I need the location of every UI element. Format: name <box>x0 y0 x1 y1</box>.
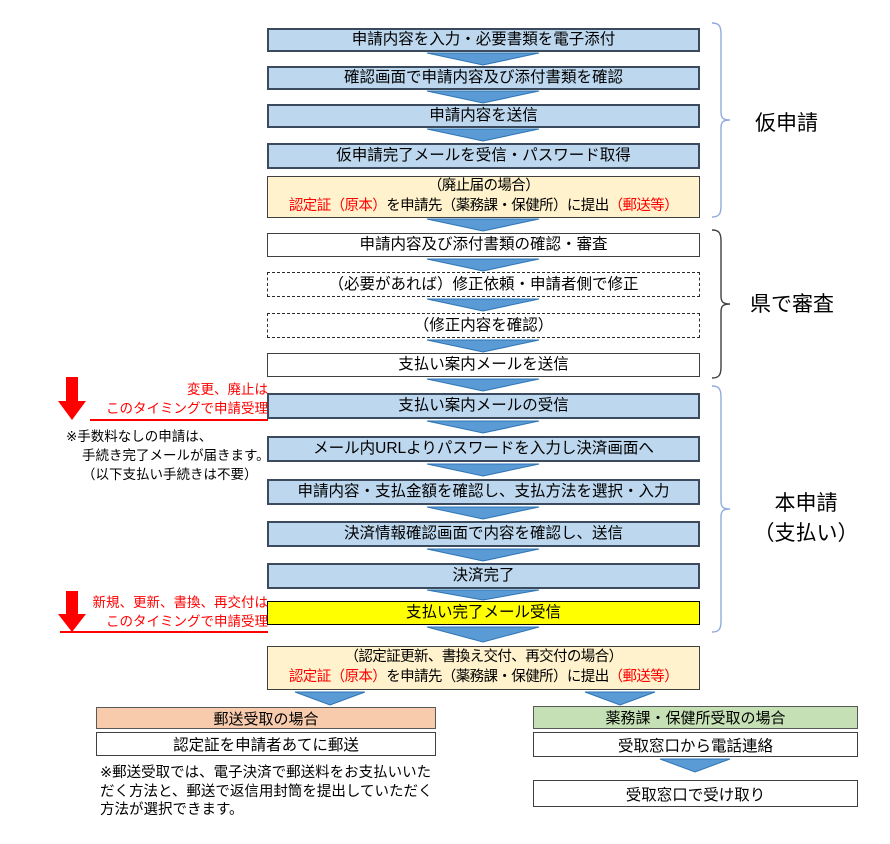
down-arrow-icon <box>426 589 540 601</box>
red-down-arrow-icon <box>58 377 86 420</box>
down-arrow-icon <box>584 691 656 706</box>
down-arrow-icon <box>426 626 540 643</box>
flow-step-box: 支払い案内メールを送信 <box>267 353 700 377</box>
flow-step-box: 決済完了 <box>267 563 700 589</box>
flow-step-box-note: （認定証更新、書換え交付、再交付の場合） 認定証（原本）を申請先（薬務課・保健所… <box>267 646 700 690</box>
red-down-arrow-icon <box>58 591 86 632</box>
down-arrow-icon <box>426 463 540 477</box>
flow-step-box: 仮申請完了メールを受信・パスワード取得 <box>267 143 700 169</box>
down-arrow-icon <box>426 420 540 434</box>
cream-box-line2: 認定証（原本）を申請先（薬務課・保健所）に提出（郵送等） <box>288 198 679 214</box>
red-underline <box>60 631 268 633</box>
fee-note: ※手数料なしの申請は、 手続き完了メールが届きます。 （以下支払い手続きは不要） <box>66 429 270 482</box>
down-arrow-icon <box>426 218 540 232</box>
red-underline <box>90 419 268 421</box>
flow-step-box: 確認画面で申請内容及び添付書類を確認 <box>267 66 700 90</box>
section-bracket-icon <box>711 22 731 218</box>
flow-step-box-note: （廃止届の場合） 認定証（原本）を申請先（薬務課・保健所）に提出（郵送等） <box>267 176 700 218</box>
flow-step-box: 申請内容を送信 <box>267 104 700 128</box>
annotation-change-abolition: 変更、廃止は このタイミングで申請受理 <box>106 382 268 416</box>
down-arrow-icon <box>426 128 540 142</box>
mail-branch-note: ※郵送受取では、電子決済で郵送料をお支払いいた だく方法と、郵送で返信用封筒を提… <box>100 765 433 818</box>
cream-box-line2: 認定証（原本）を申請先（薬務課・保健所）に提出（郵送等） <box>288 669 679 685</box>
flow-step-box: （必要があれば）修正依頼・申請者側で修正 <box>267 272 700 297</box>
flow-step-box: 支払い完了メール受信 <box>267 601 700 625</box>
down-arrow-icon <box>294 691 366 706</box>
counter-branch-header: 薬務課・保健所受取の場合 <box>533 706 858 729</box>
down-arrow-icon <box>426 90 540 104</box>
cream-box-line1: （廃止届の場合） <box>427 178 540 195</box>
down-arrow-icon <box>426 339 540 353</box>
flow-step-box: 申請内容・支払金額を確認し、支払方法を選択・入力 <box>267 479 700 505</box>
flow-step-box: 支払い案内メールの受信 <box>267 393 700 419</box>
down-arrow-icon <box>659 758 731 773</box>
down-arrow-icon <box>426 52 540 66</box>
cream-box-line1: （認定証更新、書換え交付、再交付の場合） <box>344 649 624 666</box>
section-bracket-icon <box>711 229 731 379</box>
down-arrow-icon <box>426 506 540 520</box>
section-label-main-application: 本申請 （支払い） <box>753 492 859 545</box>
counter-branch-step: 受取窓口で受け取り <box>533 780 858 807</box>
annotation-new-renewal: 新規、更新、書換、再交付は このタイミングで申請受理 <box>92 595 269 629</box>
flow-step-box: （修正内容を確認） <box>267 313 700 338</box>
section-label-provisional: 仮申請 <box>755 112 818 135</box>
mail-branch-step: 認定証を申請者あてに郵送 <box>96 732 436 756</box>
section-bracket-icon <box>711 385 731 633</box>
flow-step-box: 決済情報確認画面で内容を確認し、送信 <box>267 521 700 547</box>
flow-step-box: メール内URLよりパスワードを入力し決済画面へ <box>267 436 700 462</box>
section-label-review: 県で審査 <box>750 293 834 316</box>
flow-step-box: 申請内容を入力・必要書類を電子添付 <box>267 28 700 52</box>
flow-step-box: 申請内容及び添付書類の確認・審査 <box>267 233 700 257</box>
down-arrow-icon <box>426 258 540 272</box>
down-arrow-icon <box>426 548 540 562</box>
mail-branch-header: 郵送受取の場合 <box>96 707 436 729</box>
counter-branch-step: 受取窓口から電話連絡 <box>533 732 858 757</box>
down-arrow-icon <box>426 298 540 312</box>
down-arrow-icon <box>426 378 540 392</box>
